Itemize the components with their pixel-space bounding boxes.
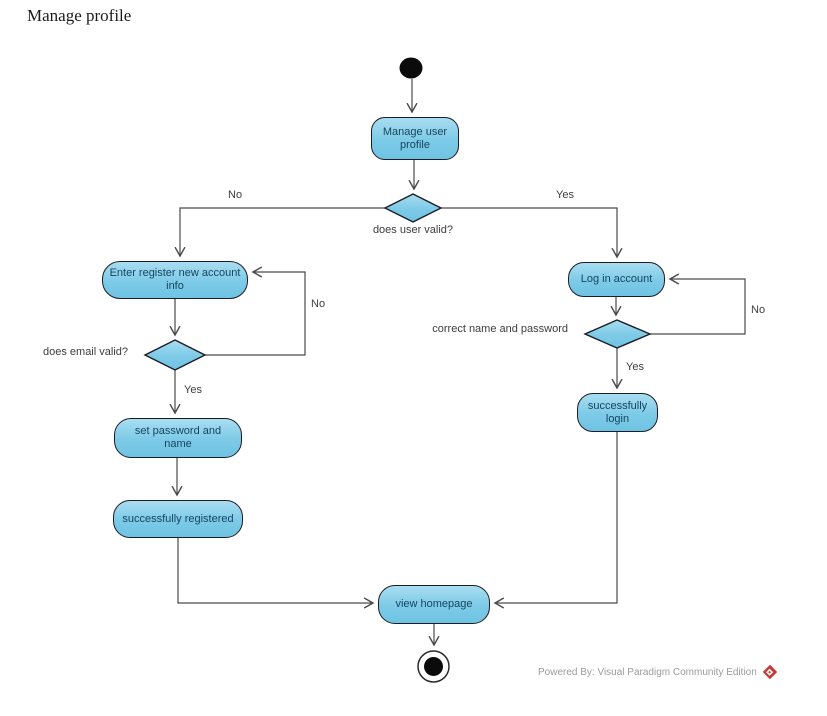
activity-successfully-registered[interactable]: successfully registered: [113, 500, 243, 538]
edge-successlogin-to-homepage: [493, 432, 618, 609]
edge-label-no-left: No: [228, 189, 243, 201]
guard-does-email-valid-label: does email valid?: [43, 346, 128, 358]
edge-yes-to-login: [441, 207, 623, 259]
watermark-text: Powered By: Visual Paradigm Community Ed…: [538, 666, 757, 678]
page-title: Manage profile: [27, 6, 132, 25]
edge-registered-to-homepage: [177, 538, 375, 609]
edge-email-no-loop: [205, 266, 306, 356]
edge-label-no-email-loop: No: [311, 298, 326, 310]
activity-label: Log in account: [580, 273, 653, 285]
edge-label-yes-right: Yes: [556, 189, 574, 201]
edge-password-no-loop: [650, 273, 746, 335]
activity-label: view homepage: [395, 598, 473, 610]
activity-manage-user-profile[interactable]: Manage user profile: [371, 117, 459, 160]
activity-log-in-account[interactable]: Log in account: [568, 262, 665, 297]
end-node-core: [424, 657, 443, 676]
activity-label: successfully registered: [122, 512, 234, 525]
activity-view-homepage[interactable]: view homepage: [378, 585, 490, 624]
edge-label-yes-after-login: Yes: [626, 361, 644, 373]
edge-label-no-login-loop: No: [751, 304, 766, 316]
decision-correct-name-password[interactable]: [583, 319, 652, 349]
activity-label: set password and name: [134, 425, 222, 450]
activity-label: Manage user profile: [382, 125, 448, 151]
start-node[interactable]: [399, 57, 423, 79]
decision-does-email-valid[interactable]: [143, 339, 207, 371]
guard-correct-name-password-label: correct name and password: [432, 323, 568, 335]
guard-does-user-valid-label: does user valid?: [372, 224, 454, 236]
edge-no-to-register: [174, 207, 385, 258]
decision-does-user-valid[interactable]: [383, 193, 443, 223]
watermark: Powered By: Visual Paradigm Community Ed…: [538, 664, 778, 680]
activity-set-password-and-name[interactable]: set password and name: [114, 418, 242, 458]
visual-paradigm-logo-icon: [762, 664, 778, 680]
activity-successfully-login[interactable]: successfully login: [577, 393, 658, 432]
edge-label-yes-after-email: Yes: [184, 384, 202, 396]
activity-label: Enter register new account info: [109, 267, 241, 292]
activity-enter-register-new-account-info[interactable]: Enter register new account info: [102, 261, 248, 299]
activity-label: successfully login: [587, 399, 648, 425]
